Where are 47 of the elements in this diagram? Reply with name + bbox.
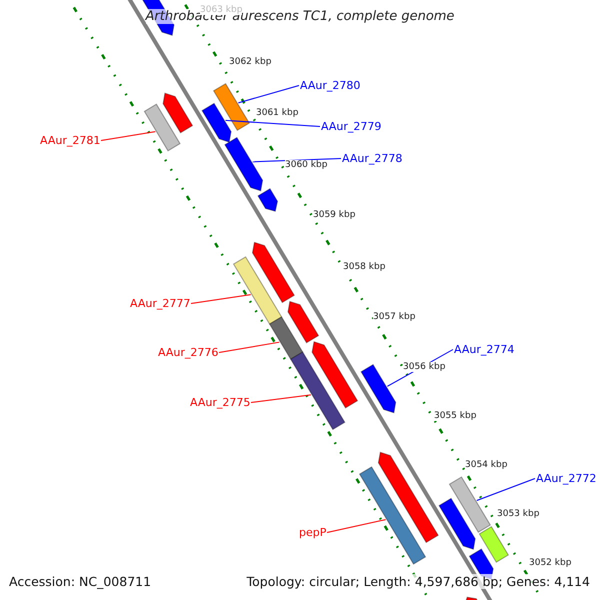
gene-label: AAur_2778	[342, 152, 402, 165]
gene-label: AAur_2777	[130, 297, 190, 310]
scale-label: 3052 kbp	[529, 558, 572, 568]
gene-block	[478, 526, 509, 563]
gene-label: AAur_2774	[454, 343, 514, 356]
accession-text: Accession: NC_008711	[9, 574, 152, 589]
gene-block	[212, 83, 250, 131]
leader-line	[326, 519, 386, 533]
gene-block	[144, 104, 181, 152]
gene-block	[224, 136, 264, 192]
gene-label: AAur_2780	[300, 79, 360, 92]
gene-label: AAur_2772	[536, 472, 596, 485]
gene-label: AAur_2781	[40, 134, 100, 147]
scale-label: 3056 kbp	[403, 362, 446, 372]
gene-block	[312, 341, 358, 409]
gene-block	[162, 92, 194, 134]
leader-line	[238, 85, 300, 104]
leader-line	[476, 478, 536, 501]
leader-line	[190, 294, 252, 304]
gene-block	[290, 351, 346, 430]
gene-block	[201, 102, 232, 143]
gene-block	[268, 316, 304, 360]
leader-line	[252, 158, 342, 162]
gene-label: AAur_2779	[321, 120, 382, 133]
scale-label: 3059 kbp	[313, 210, 356, 220]
scale-label: 3060 kbp	[285, 160, 328, 170]
leader-line	[225, 120, 320, 127]
gene-block	[378, 452, 439, 544]
leader-line	[250, 394, 312, 403]
genome-summary-text: Topology: circular; Length: 4,597,686 bp; Genes: 4,114	[246, 574, 590, 589]
scale-label: 3054 kbp	[465, 460, 508, 470]
gene-label: AAur_2776	[158, 346, 218, 359]
gene-block	[358, 466, 426, 565]
gene-label: AAur_2775	[190, 396, 250, 409]
scale-label: 3062 kbp	[229, 57, 272, 67]
gene-block	[448, 476, 491, 533]
scale-label: 3053 kbp	[497, 509, 540, 519]
gene-block	[232, 256, 282, 325]
gene-label: pepP	[299, 526, 326, 539]
gene-block	[252, 242, 295, 304]
gene-block	[287, 300, 320, 344]
scale-label: 3058 kbp	[343, 262, 386, 272]
scale-label: 3057 kbp	[373, 312, 416, 322]
scale-label: 3055 kbp	[434, 411, 476, 421]
scale-label: 3061 kbp	[256, 108, 298, 118]
gene-block	[360, 364, 396, 414]
gene-block	[257, 188, 278, 212]
